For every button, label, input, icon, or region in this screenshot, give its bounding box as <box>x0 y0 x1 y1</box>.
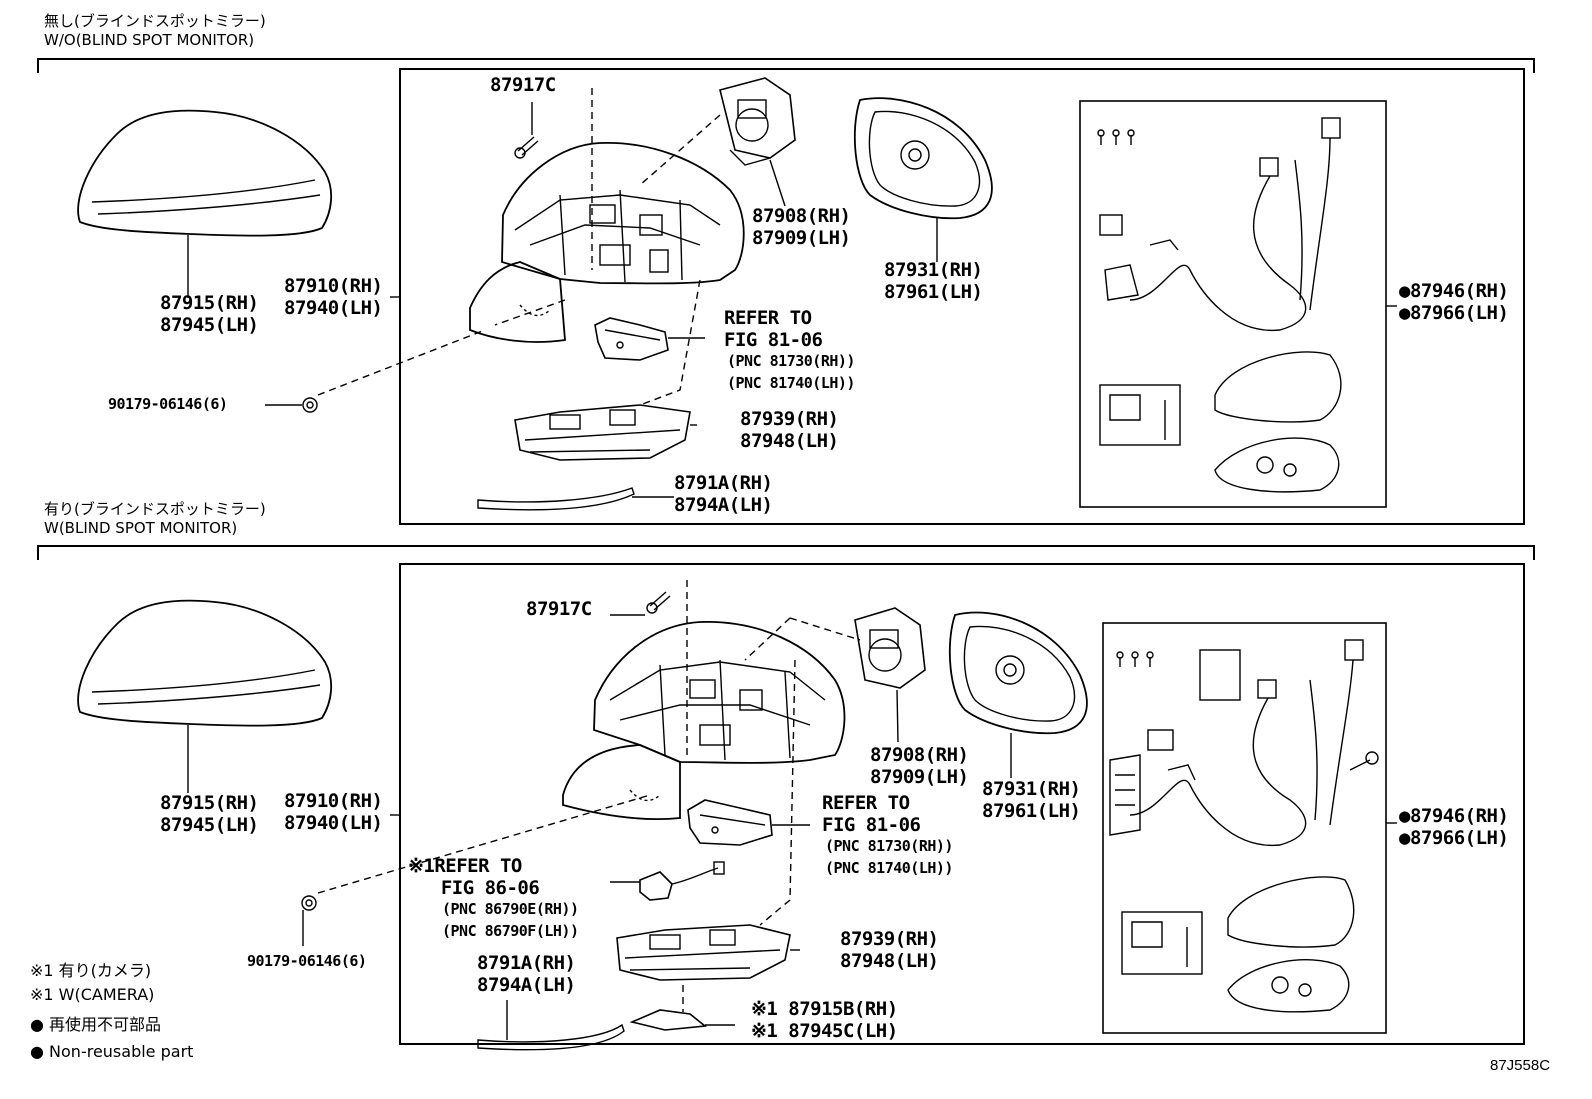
garnish-bottom-icon <box>477 1023 625 1051</box>
label-kit-top: ●87946(RH) ●87966(LH) <box>1399 280 1509 324</box>
legend-camera-en: ※1 W(CAMERA) <box>30 985 155 1004</box>
legend-nonreuse-en: ● Non-reusable part <box>30 1042 194 1061</box>
section-bracket-bottom <box>37 545 1535 560</box>
label-glass-bottom: 87931(RH) 87961(LH) <box>982 778 1081 822</box>
turn-lamp-icon <box>514 404 691 461</box>
label-garnish-top: 8791A(RH) 8794A(LH) <box>674 472 773 516</box>
legend-camera-jp: ※1 有り(カメラ) <box>30 961 152 980</box>
label-mirror-assy-top: 87910(RH) 87940(LH) <box>284 275 383 319</box>
mirror-glass-bottom-icon <box>948 611 1088 735</box>
label-lamp-top: 87939(RH) 87948(LH) <box>740 408 839 452</box>
label-refer-pnc-top: (PNC 81730(RH)) (PNC 81740(LH)) <box>727 352 855 392</box>
camera-cover-icon <box>629 1009 708 1031</box>
wire-harness-kit-bottom-icon <box>1109 639 1379 1013</box>
label-motor-bottom: 87908(RH) 87909(LH) <box>870 744 969 788</box>
mirror-body-icon <box>469 142 745 343</box>
leader-lines-top <box>187 102 1397 498</box>
label-clip-bottom: 90179-06146(6) <box>247 952 367 970</box>
mirror-glass-icon <box>853 97 993 220</box>
assembly-frame-bottom <box>399 563 1525 1045</box>
label-screw-bottom: 87917C <box>526 598 592 620</box>
screw-bottom-icon <box>646 591 671 614</box>
label-refer-top: REFER TO FIG 81-06 <box>724 307 823 351</box>
kit-frame-top <box>1079 100 1387 508</box>
clip-nut-bottom-icon <box>301 895 317 911</box>
section-title-bottom-en: W(BLIND SPOT MONITOR) <box>44 519 238 537</box>
section-title-top-jp: 無し(ブラインドスポットミラー) <box>44 12 266 30</box>
assembly-lines-bottom <box>317 580 861 1012</box>
garnish-icon <box>477 487 635 511</box>
label-cover-top: 87915(RH) 87945(LH) <box>160 292 259 336</box>
label-refer-bottom: REFER TO FIG 81-06 <box>822 792 921 836</box>
mirror-body-bottom-icon <box>562 621 846 821</box>
label-camera-pnc: (PNC 86790E(RH)) (PNC 86790F(LH)) <box>442 900 579 940</box>
screw-icon <box>514 136 539 159</box>
label-lamp-bottom: 87939(RH) 87948(LH) <box>840 928 939 972</box>
clip-nut-icon <box>302 397 318 413</box>
bracket-bottom-icon <box>687 799 773 846</box>
assembly-lines-top <box>317 88 721 406</box>
label-glass-top: 87931(RH) 87961(LH) <box>884 259 983 303</box>
bracket-icon <box>594 317 669 361</box>
label-mirror-assy-bottom: 87910(RH) 87940(LH) <box>284 790 383 834</box>
wire-harness-kit-top-icon <box>1097 117 1342 493</box>
label-camera-refer: ※1REFER TO FIG 86-06 <box>408 855 540 899</box>
turn-lamp-bottom-icon <box>616 924 791 981</box>
mirror-cover-bottom-icon <box>77 599 332 785</box>
section-title-top-en: W/O(BLIND SPOT MONITOR) <box>44 31 255 49</box>
label-camera-cover: ※1 87915B(RH) ※1 87945C(LH) <box>751 998 898 1042</box>
mirror-motor-icon <box>719 77 796 166</box>
mirror-motor-bottom-icon <box>854 607 926 689</box>
mirror-cover-icon <box>77 109 332 290</box>
label-cover-bottom: 87915(RH) 87945(LH) <box>160 792 259 836</box>
label-garnish-bottom: 8791A(RH) 8794A(LH) <box>477 952 576 996</box>
section-bracket-top <box>37 58 1535 73</box>
kit-frame-bottom <box>1102 622 1387 1034</box>
leader-lines-bottom <box>187 614 1397 1040</box>
label-kit-bottom: ●87946(RH) ●87966(LH) <box>1399 805 1509 849</box>
legend-nonreuse-jp: ● 再使用不可部品 <box>30 1015 162 1034</box>
figure-code: 87J558C <box>1490 1057 1551 1074</box>
section-title-bottom-jp: 有り(ブラインドスポットミラー) <box>44 500 266 518</box>
camera-icon <box>639 861 725 901</box>
label-refer-pnc-bottom: (PNC 81730(RH)) (PNC 81740(LH)) <box>825 837 953 877</box>
label-clip-top: 90179-06146(6) <box>108 395 228 413</box>
label-motor-top: 87908(RH) 87909(LH) <box>752 205 851 249</box>
label-screw-top: 87917C <box>490 74 556 96</box>
